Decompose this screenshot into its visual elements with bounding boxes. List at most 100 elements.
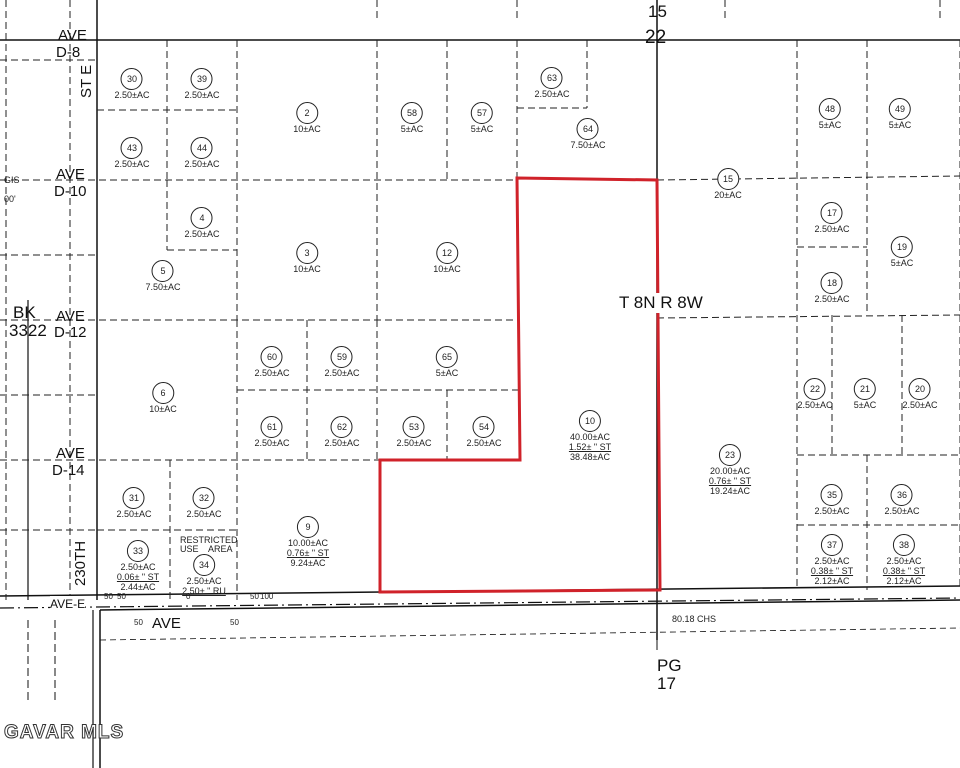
road-line <box>99 599 960 611</box>
parcel-acreage: 2.50±AC <box>466 438 502 448</box>
parcel-acreage: 5±AC <box>888 120 912 130</box>
watermark-logo: GAVAR MLS <box>3 722 125 744</box>
parcel-number: 12 <box>435 242 458 264</box>
parcel-number: 21 <box>853 378 876 400</box>
township-range-label: T 8N R 8W <box>619 293 703 313</box>
parcel-acreage: 2.50±AC <box>114 159 150 169</box>
parcel-number: 38 <box>893 534 915 556</box>
parcel-number: 59 <box>331 346 353 368</box>
street-label: D-14 <box>52 462 85 479</box>
parcel-acreage: 38.48±AC <box>570 452 610 462</box>
parcel-number: 5 <box>152 260 174 282</box>
parcel-acreage: 0.38± " ST <box>810 566 854 576</box>
dimension-label: 100 <box>260 592 274 601</box>
parcel-number: 31 <box>123 487 145 509</box>
parcel-number: 33 <box>127 540 149 562</box>
parcel-acreage: 2.50±AC <box>814 506 850 516</box>
parcel-acreage: 5±AC <box>890 258 914 268</box>
street-label: AVE <box>152 615 181 632</box>
highlighted-parcel-boundary[interactable] <box>378 176 662 594</box>
parcel-acreage: 10±AC <box>433 264 461 274</box>
parcel-number: 48 <box>818 98 841 120</box>
parcel-acreage: 2.50±AC <box>186 576 222 586</box>
restricted-area-label-2: USE AREA <box>180 544 233 554</box>
road-line <box>0 597 960 609</box>
parcel-number: 10 <box>579 410 601 432</box>
parcel-number: 61 <box>261 416 283 438</box>
parcel-number: 58 <box>400 102 423 124</box>
parcel-acreage: 2.50±AC <box>324 438 360 448</box>
section-number-top: 15 <box>648 2 667 21</box>
book-label: BK <box>13 303 36 322</box>
page-number: 17 <box>657 674 676 693</box>
parcel-acreage: 2.50±AC <box>534 89 570 99</box>
chains-label: 80.18 CHS <box>672 614 717 624</box>
street-label: AVE-E <box>50 596 86 612</box>
dimension-label: 50 <box>250 592 259 601</box>
parcel-acreage: 2.50±AC <box>254 438 290 448</box>
parcel-number: 60 <box>261 346 283 368</box>
parcel-acreage: 2.50±AC <box>814 556 850 566</box>
parcel-acreage: 2.50±AC <box>186 509 222 519</box>
parcel-acreage: 1.52± " ST <box>568 442 612 452</box>
parcel-acreage: 5±AC <box>818 120 842 130</box>
parcel-number: 19 <box>890 236 913 258</box>
parcel-number: 49 <box>888 98 911 120</box>
dimension-label: 50 <box>117 592 126 601</box>
street-label: D-12 <box>54 324 87 341</box>
parcel-number: 34 <box>193 554 215 576</box>
parcel-acreage: 2.50±AC <box>254 368 290 378</box>
parcel-acreage: 20±AC <box>714 190 742 200</box>
parcel-acreage: 40.00±AC <box>570 432 610 442</box>
lot-line <box>656 175 960 181</box>
parcel-acreage: 5±AC <box>470 124 494 134</box>
parcel-number: 4 <box>191 207 213 229</box>
parcel-number: 54 <box>473 416 495 438</box>
parcel-number: 63 <box>541 67 563 89</box>
parcel-acreage: 0.76± " ST <box>286 548 330 558</box>
parcel-acreage: 10±AC <box>293 264 321 274</box>
parcel-acreage: 2.50± " RU <box>182 586 226 596</box>
